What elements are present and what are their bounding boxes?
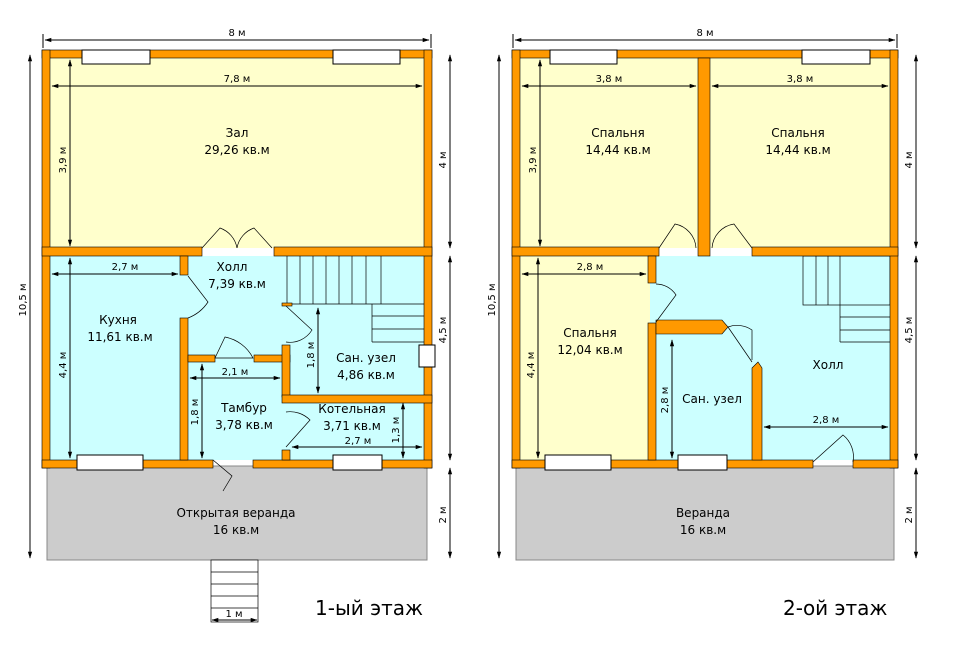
- room-name: Зал: [226, 126, 249, 140]
- dim-bath-h: 1,8 м: [306, 342, 317, 369]
- dim-bath-h: 2,8 м: [660, 387, 671, 414]
- room-area: 16 кв.м: [213, 523, 259, 537]
- room-name: Веранда: [676, 506, 730, 520]
- doors-floor-1: [187, 227, 313, 492]
- dim-right-mid: 4,5 м: [438, 317, 449, 344]
- room-zal: [50, 58, 424, 248]
- floor-1-title: 1-ый этаж: [315, 596, 423, 620]
- room-area: 4,86 кв.м: [337, 368, 395, 382]
- dim-right-bottom: 2 м: [438, 506, 449, 523]
- room-name: Спальня: [771, 126, 824, 140]
- dim-bed2-w: 3,8 м: [787, 74, 814, 85]
- dim-boiler-w: 2,7 м: [345, 436, 372, 447]
- room-name: Спальня: [563, 326, 616, 340]
- room-name: Котельная: [318, 402, 385, 416]
- room-area: 14,44 кв.м: [585, 143, 650, 157]
- windows-floor-2: [544, 49, 871, 471]
- room-area: 3,71 кв.м: [323, 419, 381, 433]
- dim-bed3-w: 2,8 м: [577, 262, 604, 273]
- room-area: 12,04 кв.м: [557, 343, 622, 357]
- veranda-2: [515, 465, 895, 561]
- interior-stairs: [282, 256, 424, 343]
- dim-right-top: 4 м: [438, 151, 449, 168]
- room-name: Сан. узел: [336, 351, 396, 365]
- room-name: Холл: [813, 358, 844, 372]
- dim-height: 10,5 м: [18, 284, 29, 317]
- dim-bed3-h: 4,4 м: [526, 352, 537, 379]
- floor-2-plan: 8 м 10,5 м 4 м 4,5 м 2 м 3,8 м 3,8 м 3,9…: [487, 28, 919, 620]
- veranda-1: [46, 465, 428, 561]
- dim-zal-w: 7,8 м: [224, 74, 251, 85]
- room-area: 16 кв.м: [680, 523, 726, 537]
- room-area: 29,26 кв.м: [204, 143, 269, 157]
- dim-right-mid: 4,5 м: [904, 317, 915, 344]
- room-area: 3,78 кв.м: [215, 418, 273, 432]
- dim-right-top: 4 м: [904, 151, 915, 168]
- room-name: Холл: [217, 260, 248, 274]
- room-area: 11,61 кв.м: [87, 330, 152, 344]
- dimensions-floor-1: 8 м 10,5 м 4 м 4,5 м 2 м 7,8 м 3,9 м 2,7…: [18, 28, 453, 623]
- room-name: Сан. узел: [682, 392, 742, 406]
- dim-tambur-w: 2,1 м: [222, 367, 249, 378]
- dim-width: 8 м: [696, 28, 713, 39]
- room-bedroom-3: [520, 256, 650, 460]
- dim-kitchen-h: 4,4 м: [58, 352, 69, 379]
- dim-right-bottom: 2 м: [904, 506, 915, 523]
- dim-boiler-h: 1,3 м: [391, 417, 402, 444]
- room-name: Кухня: [99, 313, 137, 327]
- walls-floor-2: [511, 49, 899, 469]
- dim-bed-h: 3,9 м: [528, 147, 539, 174]
- dim-hall-w: 2,8 м: [813, 415, 840, 426]
- floor-2-title: 2-ой этаж: [783, 596, 887, 620]
- dim-tambur-h: 1,8 м: [190, 399, 201, 426]
- entry-stairs: [210, 559, 259, 623]
- room-labels-floor-2: Спальня 14,44 кв.м Спальня 14,44 кв.м Сп…: [557, 126, 843, 537]
- room-area: 7,39 кв.м: [208, 277, 266, 291]
- dim-height: 10,5 м: [487, 284, 498, 317]
- room-area: 14,44 кв.м: [765, 143, 830, 157]
- room-name: Открытая веранда: [176, 506, 295, 520]
- windows-floor-1: [76, 49, 436, 471]
- dim-zal-h: 3,9 м: [58, 147, 69, 174]
- dim-bed1-w: 3,8 м: [596, 74, 623, 85]
- floor-1-plan: 8 м 10,5 м 4 м 4,5 м 2 м 7,8 м 3,9 м 2,7…: [18, 28, 453, 623]
- room-name: Тамбур: [220, 401, 267, 415]
- room-labels-floor-1: Зал 29,26 кв.м Холл 7,39 кв.м Кухня 11,6…: [87, 126, 396, 537]
- doors-floor-2: [655, 223, 854, 463]
- dimensions-floor-2: 8 м 10,5 м 4 м 4,5 м 2 м 3,8 м 3,8 м 3,9…: [487, 28, 919, 559]
- dim-kitchen-w: 2,7 м: [112, 262, 139, 273]
- dim-stairs-w: 1 м: [225, 609, 242, 620]
- dim-width: 8 м: [228, 28, 245, 39]
- room-name: Спальня: [591, 126, 644, 140]
